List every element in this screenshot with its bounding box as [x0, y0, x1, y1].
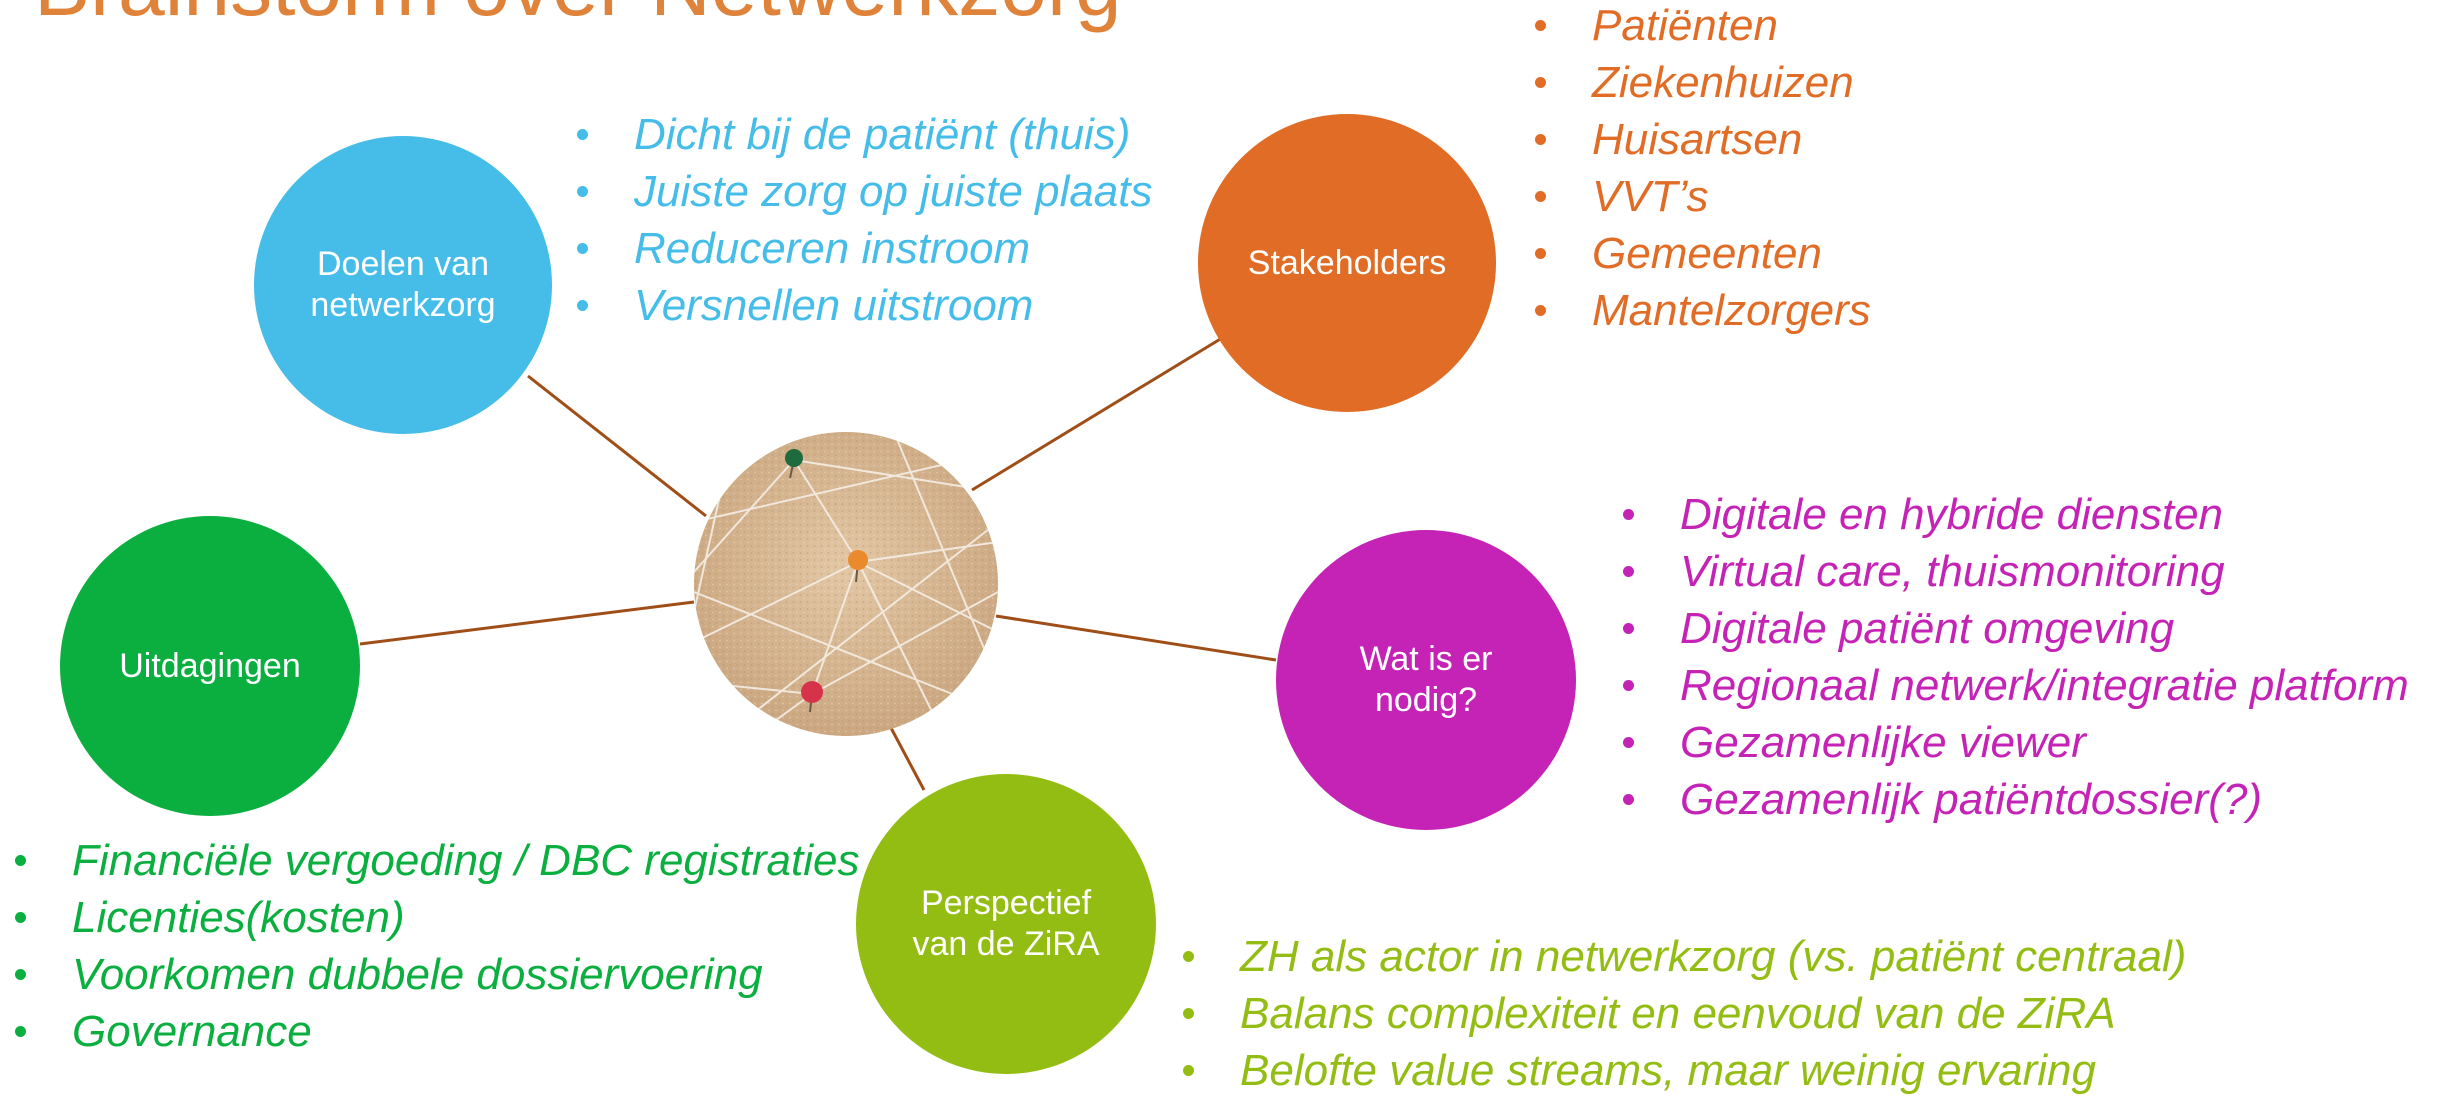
node-uitdagingen: Uitdagingen — [60, 516, 360, 816]
node-wat-nodig-label-line2: nodig? — [1374, 681, 1478, 719]
list-item: VVT’s — [1530, 168, 1871, 225]
node-doelen-label-line2: netwerkzorg — [310, 286, 496, 324]
list-item: Digitale patiënt omgeving — [1618, 600, 2409, 657]
wat-nodig-list: Digitale en hybride diensten Virtual car… — [1618, 486, 2409, 828]
network-pins-image — [694, 432, 998, 736]
node-doelen-label-line1: Doelen van — [316, 245, 489, 284]
list-item: Mantelzorgers — [1530, 282, 1871, 339]
list-item: Dicht bij de patiënt (thuis) — [572, 106, 1153, 163]
list-item: Belofte value streams, maar weinig ervar… — [1178, 1042, 2186, 1099]
node-uitdagingen-label: Uitdagingen — [119, 646, 301, 685]
stakeholders-list: Patiënten Ziekenhuizen Huisartsen VVT’s … — [1530, 0, 1871, 339]
list-item: Huisartsen — [1530, 111, 1871, 168]
doelen-list: Dicht bij de patiënt (thuis) Juiste zorg… — [572, 106, 1153, 334]
uitdagingen-list: Financiële vergoeding / DBC registraties… — [10, 832, 860, 1060]
list-item: Financiële vergoeding / DBC registraties — [10, 832, 860, 889]
list-item: Versnellen uitstroom — [572, 277, 1153, 334]
list-item: Patiënten — [1530, 0, 1871, 54]
node-doelen-van-netwerkzorg: Doelen van netwerkzorg — [254, 136, 552, 434]
list-item: Gemeenten — [1530, 225, 1871, 282]
list-item: Balans complexiteit en eenvoud van de Zi… — [1178, 985, 2186, 1042]
connector-stakeholders — [971, 336, 1223, 492]
connector-doelen — [527, 374, 707, 518]
list-item: Gezamenlijke viewer — [1618, 714, 2409, 771]
list-item: Regionaal netwerk/integratie platform — [1618, 657, 2409, 714]
connector-uitdagingen — [359, 600, 695, 646]
node-stakeholders-label: Stakeholders — [1247, 243, 1447, 282]
list-item: Licenties(kosten) — [10, 889, 860, 946]
list-item: Governance — [10, 1003, 860, 1060]
node-stakeholders: Stakeholders — [1198, 114, 1496, 412]
list-item: Juiste zorg op juiste plaats — [572, 163, 1153, 220]
list-item: Digitale en hybride diensten — [1618, 486, 2409, 543]
perspectief-list: ZH als actor in netwerkzorg (vs. patiënt… — [1178, 928, 2186, 1099]
list-item: Ziekenhuizen — [1530, 54, 1871, 111]
connector-perspectief — [888, 725, 926, 791]
node-wat-is-er-nodig: Wat is er nodig? — [1276, 530, 1576, 830]
list-item: Reduceren instroom — [572, 220, 1153, 277]
connector-wat-nodig — [995, 614, 1277, 662]
list-item: Voorkomen dubbele dossiervoering — [10, 946, 860, 1003]
list-item: Gezamenlijk patiëntdossier(?) — [1618, 771, 2409, 828]
node-perspectief-van-de-zira: Perspectief van de ZiRA — [856, 774, 1156, 1074]
node-perspectief-label-line1: Perspectief — [920, 884, 1092, 923]
node-perspectief-label-line2: van de ZiRA — [912, 925, 1100, 963]
page-title: Brainstorm over Netwerkzorg — [34, 0, 1122, 35]
list-item: ZH als actor in netwerkzorg (vs. patiënt… — [1178, 928, 2186, 985]
node-wat-nodig-label-line1: Wat is er — [1359, 640, 1493, 679]
list-item: Virtual care, thuismonitoring — [1618, 543, 2409, 600]
